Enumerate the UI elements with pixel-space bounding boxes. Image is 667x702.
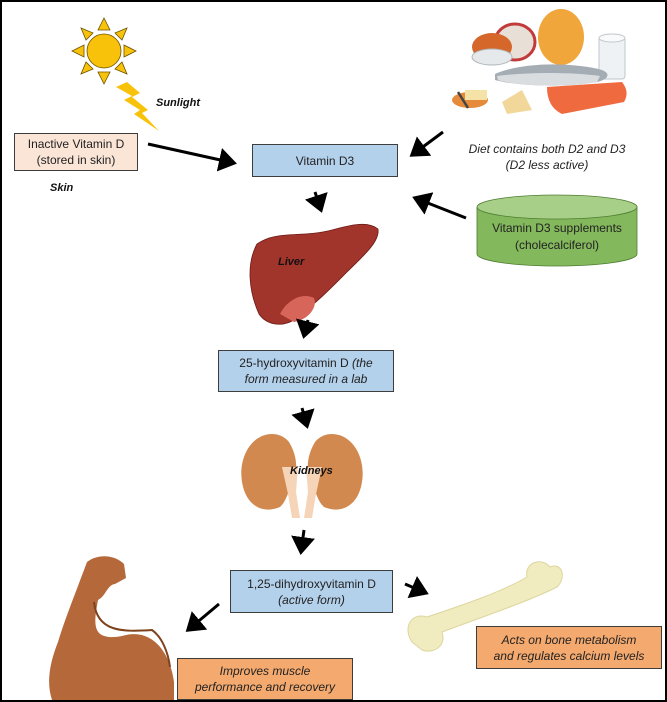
arrow-diet-to-d3 (409, 130, 444, 157)
diet-line2: (D2 less active) (505, 158, 589, 172)
25-hydroxyvitamin-d-box: 25-hydroxyvitamin D (the form measured i… (218, 350, 394, 392)
food-icon (452, 9, 627, 114)
25-hydroxy-line1-italic: (the (352, 356, 373, 370)
arrow-25oh-to-kidneys (291, 407, 315, 429)
vitamin-d3-box: Vitamin D3 (252, 144, 398, 177)
kidneys-label: Kidneys (290, 465, 333, 477)
arrow-d3-to-liver (304, 191, 328, 213)
muscle-arm-icon (49, 556, 174, 700)
inactive-vitamin-d-line1: Inactive Vitamin D (27, 137, 125, 151)
sun-icon (71, 17, 137, 85)
supplements-line1: Vitamin D3 supplements (492, 221, 622, 235)
arrow-liver-to-25oh (295, 318, 320, 339)
supplements-line2: (cholecalciferol) (514, 238, 600, 252)
inactive-vitamin-d-line2: (stored in skin) (36, 153, 116, 167)
muscle-effect-line2: performance and recovery (194, 680, 336, 694)
vitamin-d3-text: Vitamin D3 (295, 153, 355, 168)
muscle-effect-box: Improves muscle performance and recovery (177, 658, 353, 700)
muscle-effect-line1: Improves muscle (219, 664, 311, 678)
skin-label: Skin (50, 182, 74, 194)
kidneys-icon (241, 434, 363, 518)
dihydroxy-line1: 1,25-dihydroxyvitamin D (247, 576, 376, 591)
arrow-kidneys-to-dihydroxy (291, 529, 315, 555)
arrow-dihydroxy-to-bone (404, 576, 429, 599)
bone-effect-line1: Acts on bone metabolism (501, 632, 637, 647)
supplements-text: Vitamin D3 supplements (cholecalciferol) (477, 220, 637, 254)
sunlight-label: Sunlight (156, 97, 200, 109)
bone-effect-box: Acts on bone metabolism and regulates ca… (476, 626, 662, 669)
inactive-vitamin-d-box: Inactive Vitamin D (stored in skin) (14, 133, 138, 171)
25-hydroxy-line1-plain: 25-hydroxyvitamin D (239, 356, 353, 370)
supplements-cylinder-icon (476, 194, 638, 267)
bone-effect-line2: and regulates calcium levels (493, 648, 645, 663)
dihydroxy-line2: (active form) (278, 592, 345, 607)
lightning-icon (116, 82, 159, 131)
liver-icon (249, 223, 379, 325)
25-hydroxy-line2: form measured in a lab (244, 372, 368, 386)
diet-line1: Diet contains both D2 and D3 (468, 142, 626, 156)
arrow-supplements-to-d3 (412, 192, 467, 220)
arrow-dihydroxy-to-muscle (185, 602, 220, 632)
25-hydroxy-line1: 25-hydroxyvitamin D (the (219, 355, 393, 371)
arrow-skin-to-d3 (147, 142, 237, 172)
diet-note: Diet contains both D2 and D3 (D2 less ac… (447, 141, 647, 173)
liver-label: Liver (278, 256, 305, 268)
bone-icon (407, 561, 563, 652)
1-25-dihydroxyvitamin-d-box: 1,25-dihydroxyvitamin D (active form) (230, 570, 393, 613)
